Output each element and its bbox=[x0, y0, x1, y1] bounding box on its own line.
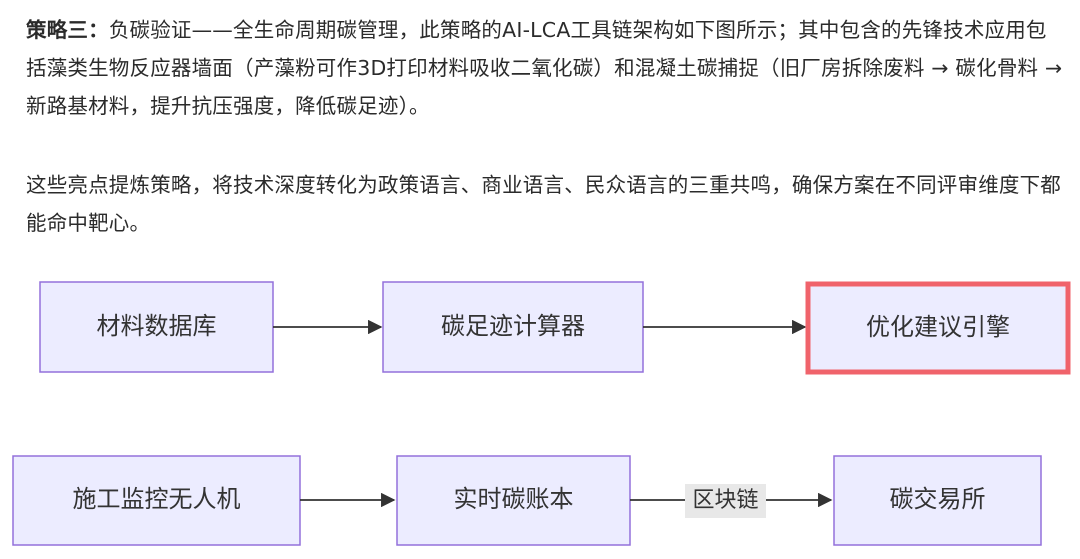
edge-label-blockchain: 区块链 bbox=[685, 484, 766, 518]
node-construction-drone: 施工监控无人机 bbox=[12, 455, 301, 546]
node-carbon-exchange-label: 碳交易所 bbox=[890, 485, 986, 513]
node-carbon-footprint-calculator-label: 碳足迹计算器 bbox=[441, 312, 585, 340]
strategy-heading: 策略三： bbox=[26, 18, 109, 42]
node-optimization-engine-label: 优化建议引擎 bbox=[866, 313, 1010, 341]
node-realtime-carbon-ledger-label: 实时碳账本 bbox=[454, 485, 574, 513]
node-carbon-footprint-calculator: 碳足迹计算器 bbox=[382, 281, 644, 373]
strategy-paragraph: 策略三：负碳验证——全生命周期碳管理，此策略的AI-LCA工具链架构如下图所示；… bbox=[26, 11, 1066, 125]
node-realtime-carbon-ledger: 实时碳账本 bbox=[396, 455, 631, 546]
node-material-database-label: 材料数据库 bbox=[97, 312, 217, 340]
strategy-body: 负碳验证——全生命周期碳管理，此策略的AI-LCA工具链架构如下图所示；其中包含… bbox=[26, 18, 1063, 118]
node-construction-drone-label: 施工监控无人机 bbox=[73, 485, 241, 513]
node-carbon-exchange: 碳交易所 bbox=[833, 455, 1042, 546]
node-optimization-engine: 优化建议引擎 bbox=[805, 281, 1071, 375]
node-material-database: 材料数据库 bbox=[39, 281, 274, 373]
edge-label-blockchain-text: 区块链 bbox=[692, 488, 758, 513]
summary-paragraph: 这些亮点提炼策略，将技术深度转化为政策语言、商业语言、民众语言的三重共鸣，确保方… bbox=[26, 173, 1061, 235]
